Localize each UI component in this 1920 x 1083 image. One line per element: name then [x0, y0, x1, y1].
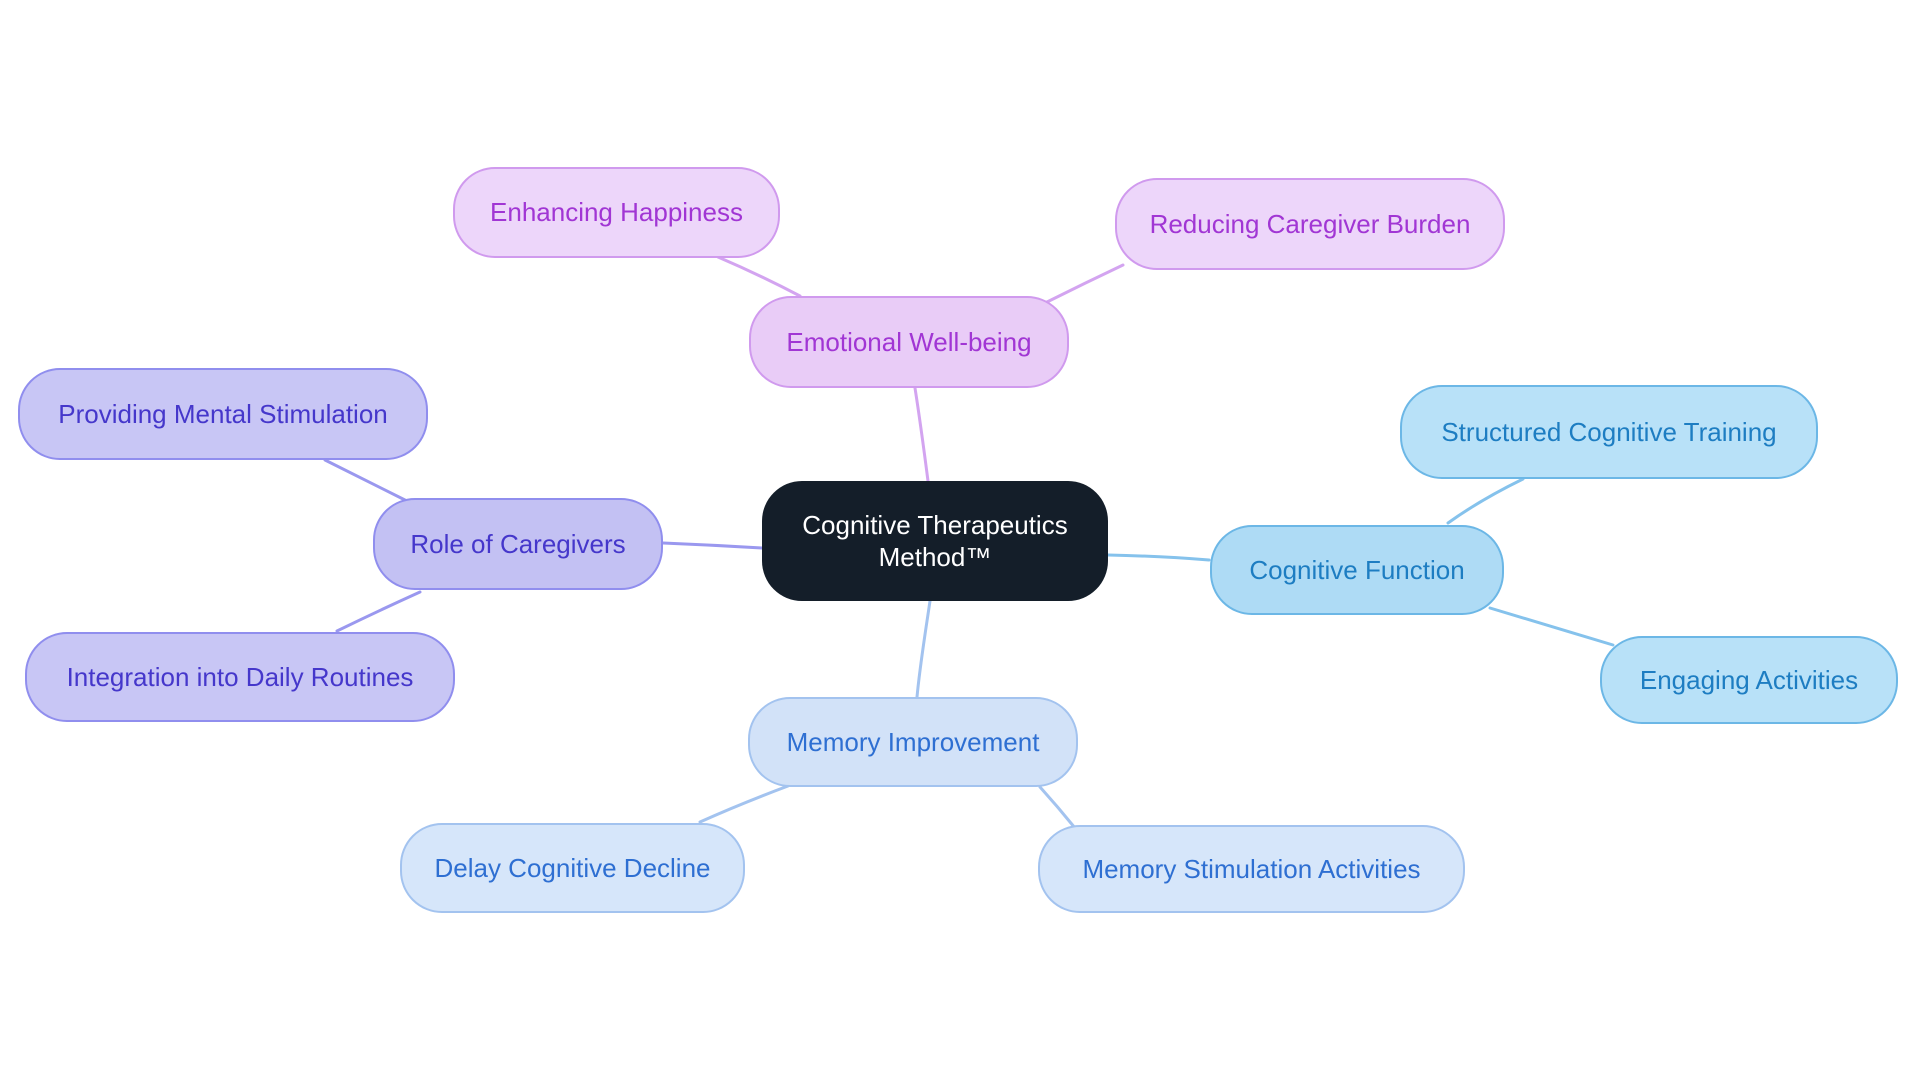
edge-root-cognitive — [1106, 553, 1211, 562]
node-cognitive-function[interactable]: Cognitive Function — [1210, 525, 1504, 615]
node-integration-into-daily-routines[interactable]: Integration into Daily Routines — [25, 632, 455, 722]
edge-caregivers-integration — [335, 590, 422, 633]
edge-memory-delay — [698, 784, 790, 824]
edge-emotional-enhancing — [716, 255, 802, 298]
node-root-cognitive-therapeutics-method[interactable]: Cognitive Therapeutics Method™ — [762, 481, 1108, 601]
edge-cognitive-engaging — [1488, 606, 1615, 647]
node-memory-improvement[interactable]: Memory Improvement — [748, 697, 1078, 787]
node-role-of-caregivers[interactable]: Role of Caregivers — [373, 498, 663, 590]
node-reducing-caregiver-burden[interactable]: Reducing Caregiver Burden — [1115, 178, 1505, 270]
edge-root-caregivers — [661, 541, 764, 550]
edge-root-memory — [915, 599, 932, 699]
node-delay-cognitive-decline[interactable]: Delay Cognitive Decline — [400, 823, 745, 913]
node-memory-stimulation-activities[interactable]: Memory Stimulation Activities — [1038, 825, 1465, 913]
edge-emotional-reducing — [1045, 263, 1125, 304]
edge-root-emotional — [913, 386, 930, 483]
edge-caregivers-providing — [323, 458, 407, 502]
node-providing-mental-stimulation[interactable]: Providing Mental Stimulation — [18, 368, 428, 460]
node-engaging-activities[interactable]: Engaging Activities — [1600, 636, 1898, 724]
node-enhancing-happiness[interactable]: Enhancing Happiness — [453, 167, 780, 258]
node-structured-cognitive-training[interactable]: Structured Cognitive Training — [1400, 385, 1818, 479]
node-emotional-well-being[interactable]: Emotional Well-being — [749, 296, 1069, 388]
edge-cognitive-structured — [1446, 477, 1525, 525]
edge-memory-stimulation — [1038, 785, 1077, 830]
